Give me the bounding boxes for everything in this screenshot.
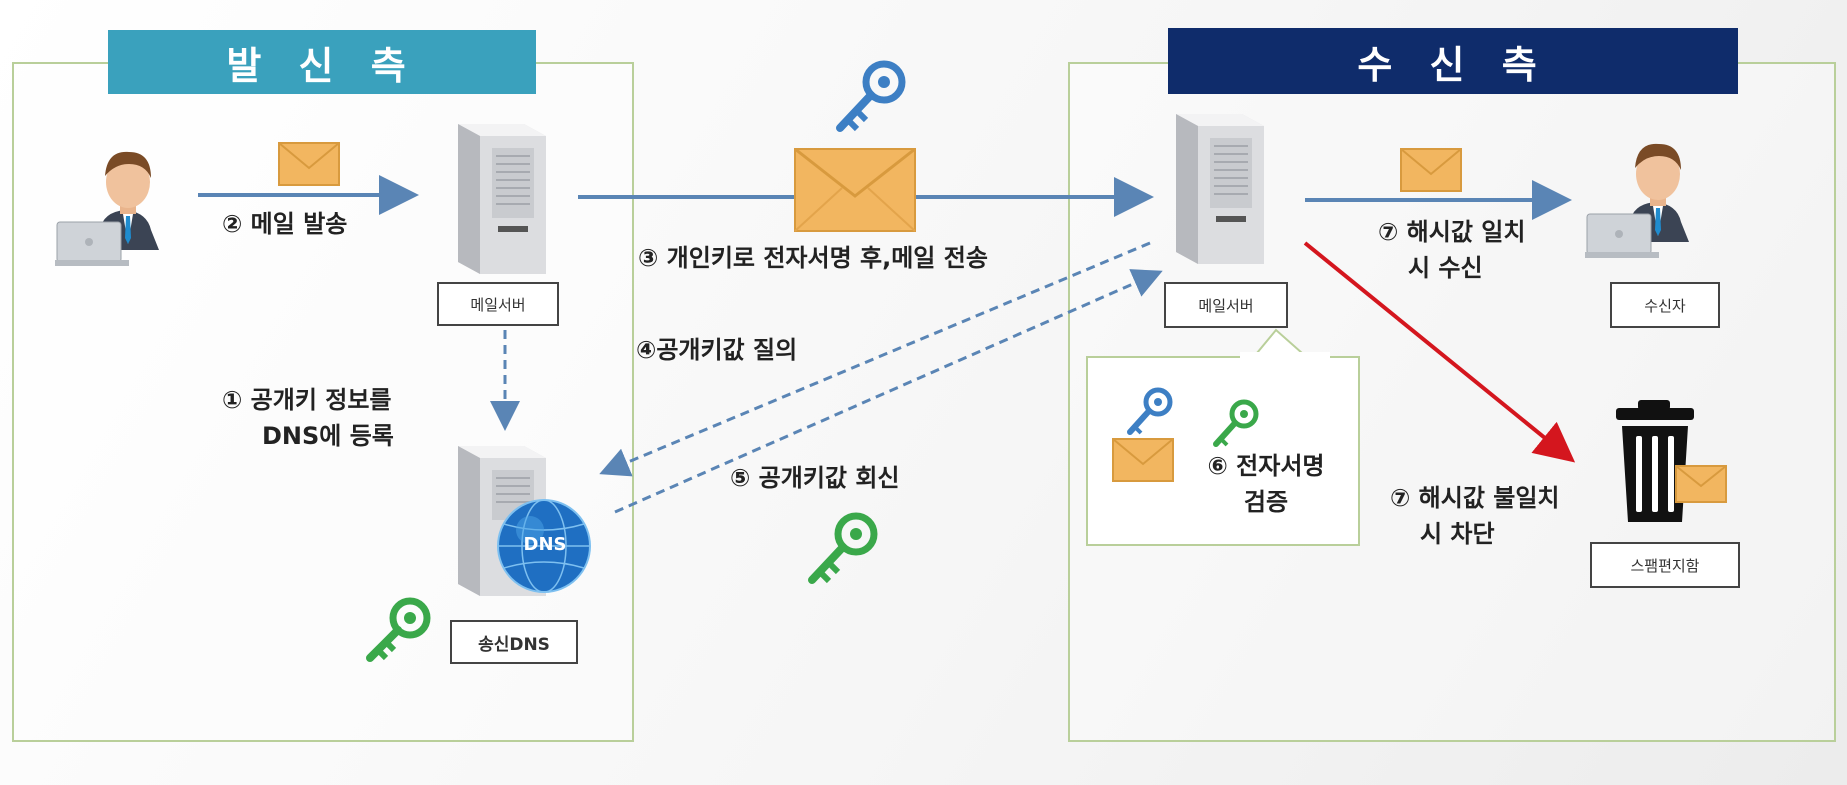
reply-key-arrow bbox=[614, 269, 1163, 514]
query-key-arrow bbox=[599, 241, 1151, 477]
spam-folder-label: 스팸편지함 bbox=[1590, 542, 1740, 588]
sender-dns-label: 송신DNS bbox=[450, 620, 578, 664]
step-verify-2: 검증 bbox=[1243, 488, 1289, 516]
step-register-key-1: ① 공개키 정보를 bbox=[222, 386, 392, 414]
step-hash-match-2: 시 수신 bbox=[1408, 254, 1483, 282]
public-key-icon bbox=[366, 597, 431, 662]
reply-public-key-icon bbox=[808, 512, 878, 584]
block-arrow bbox=[1303, 241, 1576, 463]
sender-title: 발 신 측 bbox=[108, 30, 536, 94]
receiver-title: 수 신 측 bbox=[1168, 28, 1738, 94]
verify-envelope-icon bbox=[1112, 438, 1174, 482]
sender-mail-server-label: 메일서버 bbox=[437, 282, 559, 326]
verify-callout-cover bbox=[1240, 352, 1330, 360]
sender-dns-server-icon bbox=[458, 446, 591, 596]
step-send-mail: ② 메일 발송 bbox=[222, 210, 348, 238]
receiver-mail-server-label: 메일서버 bbox=[1164, 282, 1288, 328]
step-sign-and-send: ③ 개인키로 전자서명 후,메일 전송 bbox=[638, 244, 988, 272]
verify-public-key-icon bbox=[1213, 399, 1259, 447]
private-key-icon bbox=[836, 60, 906, 132]
deliver-envelope-icon bbox=[1400, 148, 1462, 192]
recipient-label: 수신자 bbox=[1610, 282, 1720, 328]
step-reply-key: ⑤ 공개키값 회신 bbox=[730, 464, 900, 492]
step-hash-mismatch-2: 시 차단 bbox=[1420, 520, 1495, 548]
envelope-icon bbox=[278, 142, 340, 186]
step-verify-1: ⑥ 전자서명 bbox=[1207, 452, 1325, 480]
dns-globe-text: DNS bbox=[523, 534, 567, 555]
receiver-mail-server-icon bbox=[1176, 114, 1264, 264]
sender-mail-server-icon bbox=[458, 124, 546, 274]
recipient-user-icon bbox=[1585, 143, 1689, 258]
step-query-key: ④공개키값 질의 bbox=[636, 336, 798, 364]
verify-private-key-icon bbox=[1127, 387, 1173, 435]
step-hash-match-1: ⑦ 해시값 일치 bbox=[1378, 218, 1526, 246]
step-register-key-2: DNS에 등록 bbox=[262, 422, 394, 450]
sender-user-icon bbox=[55, 151, 159, 266]
globe-icon bbox=[497, 499, 591, 593]
signed-envelope-icon bbox=[794, 148, 916, 232]
step-hash-mismatch-1: ⑦ 해시값 불일치 bbox=[1390, 484, 1560, 512]
trash-icon bbox=[1616, 400, 1727, 522]
